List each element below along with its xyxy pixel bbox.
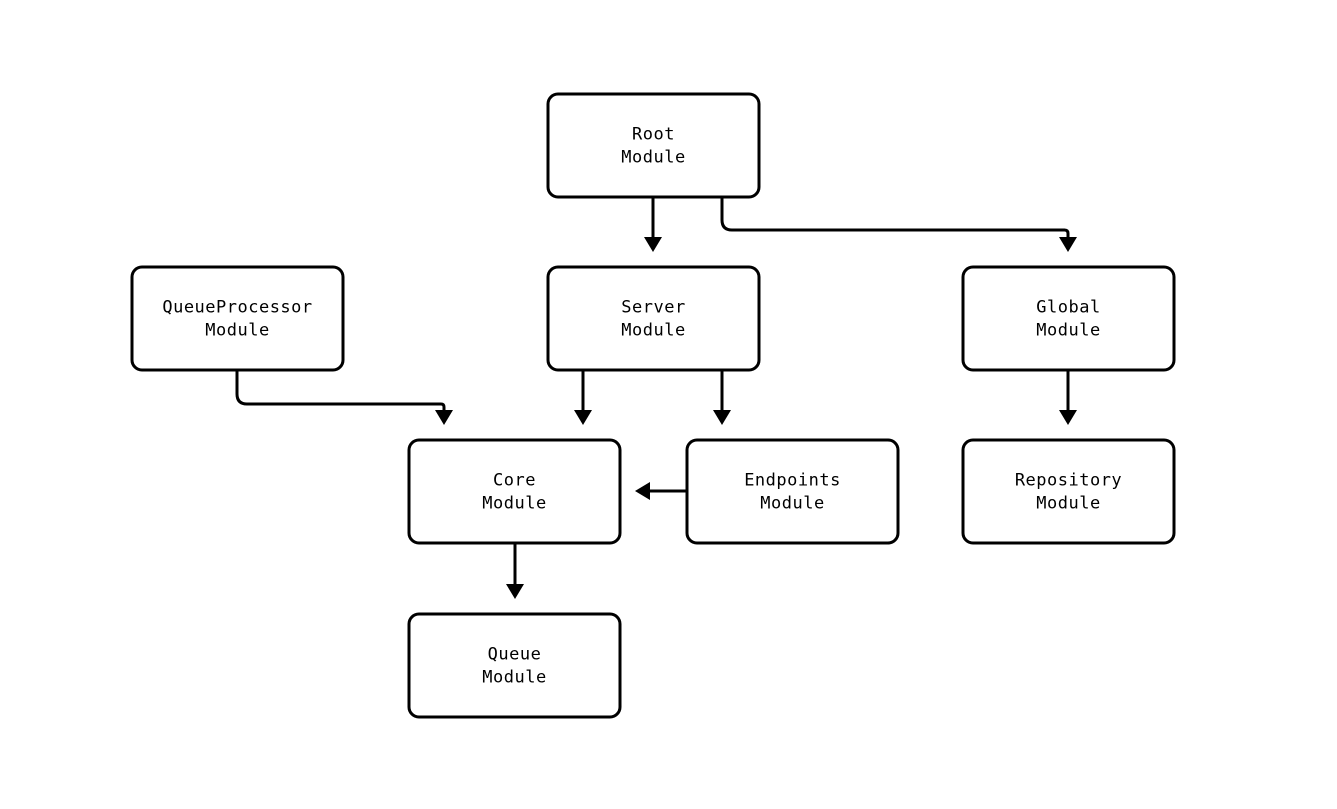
edge-server-to-endpoints (713, 370, 731, 425)
edges-layer (235, 197, 1077, 599)
edge-core-to-queue-arrowhead (506, 584, 524, 599)
edge-root-to-server-arrowhead (644, 237, 662, 252)
node-core-module-label-line2: Module (482, 494, 546, 514)
node-core-module-box[interactable] (407, 438, 622, 545)
edge-root-to-global (720, 197, 1077, 252)
edge-server-to-core (574, 370, 592, 425)
edge-endpoints-to-core (635, 482, 687, 500)
edge-endpoints-to-core-arrowhead (635, 482, 650, 500)
node-queueprocessor-module-label-line1: QueueProcessor (162, 298, 312, 318)
node-endpoints-module-label-line1: Endpoints (744, 471, 841, 491)
node-global-module-box[interactable] (961, 265, 1176, 372)
node-queue-module-label-line1: Queue (488, 645, 542, 665)
node-server-module-label-line2: Module (621, 321, 685, 341)
edge-server-to-core-arrowhead (574, 410, 592, 425)
node-queueprocessor-module-box[interactable] (130, 265, 345, 372)
edge-core-to-queue (506, 543, 524, 599)
node-endpoints-module-box[interactable] (685, 438, 900, 545)
node-queue-module-label-line2: Module (482, 668, 546, 688)
node-global-module-label-line2: Module (1036, 321, 1100, 341)
nodes-layer: RootModuleQueueProcessorModuleServerModu… (130, 92, 1176, 719)
node-root-module-box[interactable] (546, 92, 761, 199)
edge-root-to-global-line (720, 197, 1070, 237)
node-root-module-label-line2: Module (621, 148, 685, 168)
node-queue-module-box[interactable] (407, 612, 622, 719)
edge-global-to-repository-arrowhead (1059, 410, 1077, 425)
node-core-module-label-line1: Core (493, 471, 536, 491)
edge-queueprocessor-to-core (235, 370, 453, 425)
node-repository-module-label-line2: Module (1036, 494, 1100, 514)
node-global-module-label-line1: Global (1036, 298, 1100, 318)
node-endpoints-module-label-line2: Module (760, 494, 824, 514)
edge-global-to-repository (1059, 370, 1077, 425)
edge-queueprocessor-to-core-arrowhead (435, 410, 453, 425)
node-queueprocessor-module-label-line2: Module (205, 321, 269, 341)
node-repository-module-box[interactable] (961, 438, 1176, 545)
node-server-module-box[interactable] (546, 265, 761, 372)
edge-root-to-server (644, 197, 662, 252)
edge-queueprocessor-to-core-line (235, 370, 446, 410)
node-repository-module-label-line1: Repository (1015, 471, 1122, 491)
node-root-module-label-line1: Root (632, 125, 675, 145)
edge-server-to-endpoints-arrowhead (713, 410, 731, 425)
edge-root-to-global-arrowhead (1059, 237, 1077, 252)
node-server-module-label-line1: Server (621, 298, 685, 318)
